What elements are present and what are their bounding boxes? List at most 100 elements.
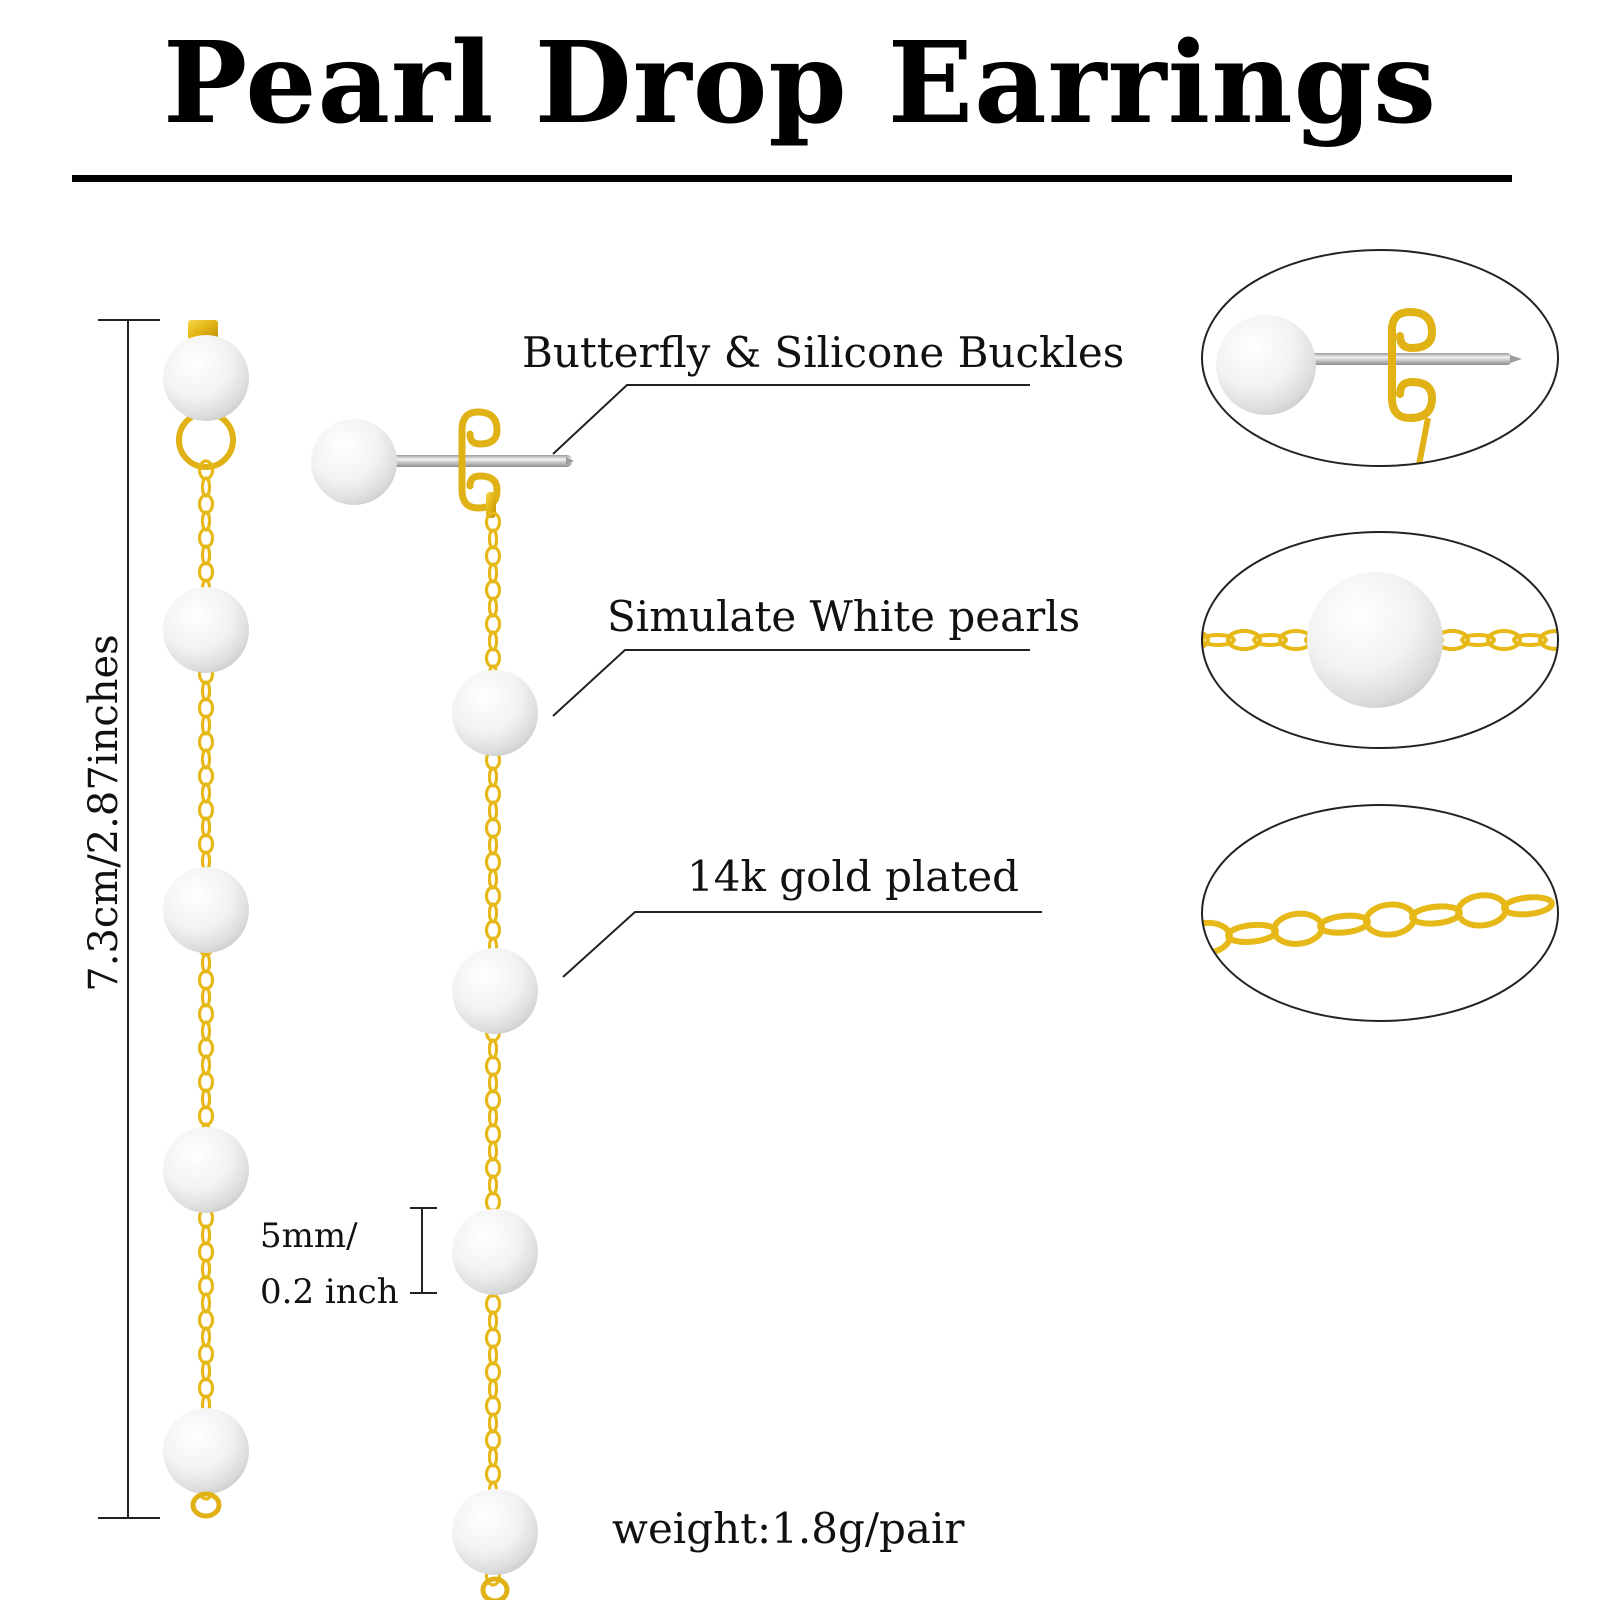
detail-circle-pearl [1201, 531, 1559, 749]
butterfly-back [458, 408, 501, 512]
chain-link [200, 544, 212, 566]
callout-lines [552, 384, 1042, 978]
chain-link [197, 969, 215, 991]
chain-link [484, 919, 502, 941]
chain-link [487, 1446, 499, 1468]
chain-link [484, 545, 502, 567]
chain-link [487, 1072, 499, 1094]
chain-link [197, 799, 215, 821]
chain-link [487, 1378, 499, 1400]
pearl [163, 867, 249, 953]
chain-link [197, 1037, 215, 1059]
chain-link [197, 731, 215, 753]
chain-link [484, 647, 502, 669]
chain-link [197, 765, 215, 787]
pearl [452, 670, 538, 756]
chain-link [200, 1258, 212, 1280]
chain-link [200, 1020, 212, 1042]
detail-circle-stud [1201, 249, 1559, 467]
chain-link [200, 1360, 212, 1382]
buckles-pointer-line [552, 384, 1030, 455]
chain-link [487, 1310, 499, 1332]
chain-link [484, 1089, 502, 1111]
chain-link [197, 1071, 215, 1093]
gold-pointer-line [562, 911, 1042, 978]
left-pearls [163, 335, 249, 1494]
chain-link [200, 1088, 212, 1110]
chain-link [200, 1326, 212, 1348]
pearl [452, 948, 538, 1034]
detail-pearl [1216, 315, 1316, 415]
chain-link [484, 1395, 502, 1417]
chain-link [484, 885, 502, 907]
chain-link [1501, 894, 1555, 918]
jump-ring [176, 410, 236, 470]
chain-link [197, 1241, 215, 1263]
chain-link [1538, 629, 1558, 651]
chain-link [484, 851, 502, 873]
buckles-label: Butterfly & Silicone Buckles [522, 328, 1125, 377]
chain-link [1252, 633, 1288, 647]
page-title: Pearl Drop Earrings [162, 18, 1438, 149]
chain-link [484, 1157, 502, 1179]
chain-link [200, 680, 212, 702]
chain-link [1512, 633, 1548, 647]
chain-link [200, 816, 212, 838]
chain-link [484, 1327, 502, 1349]
chain-link [484, 613, 502, 635]
chain-link [197, 1105, 215, 1127]
chain-link [1202, 629, 1210, 651]
chain-link [200, 986, 212, 1008]
chain-link [487, 1412, 499, 1434]
chain-link [487, 868, 499, 890]
chain-link [1225, 921, 1279, 945]
chain-link [1409, 903, 1463, 927]
silver-post [390, 455, 572, 467]
chain-link [1455, 892, 1509, 929]
detail-circle-chain [1201, 804, 1559, 1022]
chain-link [487, 1140, 499, 1162]
chain-link [197, 493, 215, 515]
detail-ellipse-1 [1201, 249, 1559, 467]
chain-link [197, 561, 215, 583]
chain-link [200, 782, 212, 804]
pearl-size-mm: 5mm/ [260, 1216, 358, 1256]
pearl-size-bracket [410, 1207, 437, 1294]
chain-link [484, 579, 502, 601]
chain-link [484, 783, 502, 805]
chain-link [487, 834, 499, 856]
chain-link [197, 833, 215, 855]
right-pearls [311, 419, 538, 1575]
end-ring [480, 1576, 510, 1600]
chain-link [200, 714, 212, 736]
detail-pearl [1307, 572, 1443, 708]
chain-link [1226, 629, 1262, 651]
end-ring [190, 1491, 222, 1519]
chain-link [487, 630, 499, 652]
length-dimension-line [98, 319, 160, 1519]
chain-link [197, 697, 215, 719]
pearls-label: Simulate White pearls [607, 592, 1081, 641]
chain-link [200, 952, 212, 974]
chain-link [200, 1224, 212, 1246]
chain-link [487, 800, 499, 822]
weight-label: weight:1.8g/pair [612, 1504, 965, 1553]
chain-link [1202, 633, 1236, 647]
pearl-size-inch: 0.2 inch [260, 1272, 399, 1312]
chain-link [197, 1275, 215, 1297]
detail-ellipse-2 [1201, 531, 1559, 749]
chain-link [484, 1055, 502, 1077]
pearl [163, 587, 249, 673]
detail-ellipse-3 [1201, 804, 1559, 1022]
gold-plating-label: 14k gold plated [687, 852, 1020, 901]
pearl [163, 1127, 249, 1213]
pearl [452, 1489, 538, 1575]
post-cap [188, 320, 218, 340]
chain-link [200, 1054, 212, 1076]
front-view-earring [163, 320, 249, 1519]
chain-link [197, 1309, 215, 1331]
chain-link [197, 1343, 215, 1365]
pearl [452, 1209, 538, 1295]
